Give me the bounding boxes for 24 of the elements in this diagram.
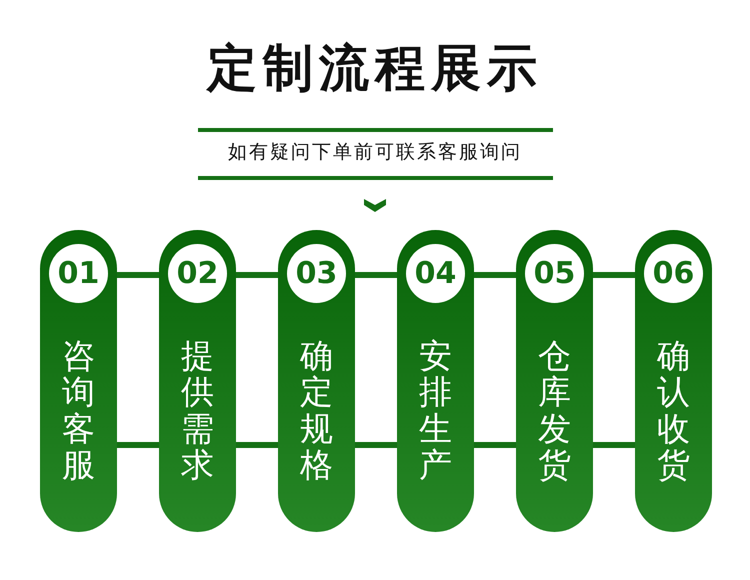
step-number: 01 [49,244,108,303]
connector-line [593,272,635,278]
connector-line [593,442,635,448]
step-label: 确认收货 [657,338,690,484]
connector-line [117,442,159,448]
step-label: 提供需求 [181,338,214,484]
title: 定制流程展示 [205,38,544,98]
connector-line [474,442,516,448]
step-label: 仓库发货 [538,338,571,484]
connector-line [355,272,397,278]
step-number: 05 [525,244,584,303]
connector-line [236,442,278,448]
connector-line [236,272,278,278]
connector-line [117,272,159,278]
subtitle: 如有疑问下单前可联系客服询问 [227,140,523,164]
step-label: 安排生产 [419,338,452,484]
connector-line [355,442,397,448]
step-number: 06 [644,244,703,303]
step-number: 02 [168,244,227,303]
step-number: 03 [287,244,346,303]
step-label: 咨询客服 [62,338,95,484]
connector-line [474,272,516,278]
step-label: 确定规格 [300,338,333,484]
step-number: 04 [406,244,465,303]
